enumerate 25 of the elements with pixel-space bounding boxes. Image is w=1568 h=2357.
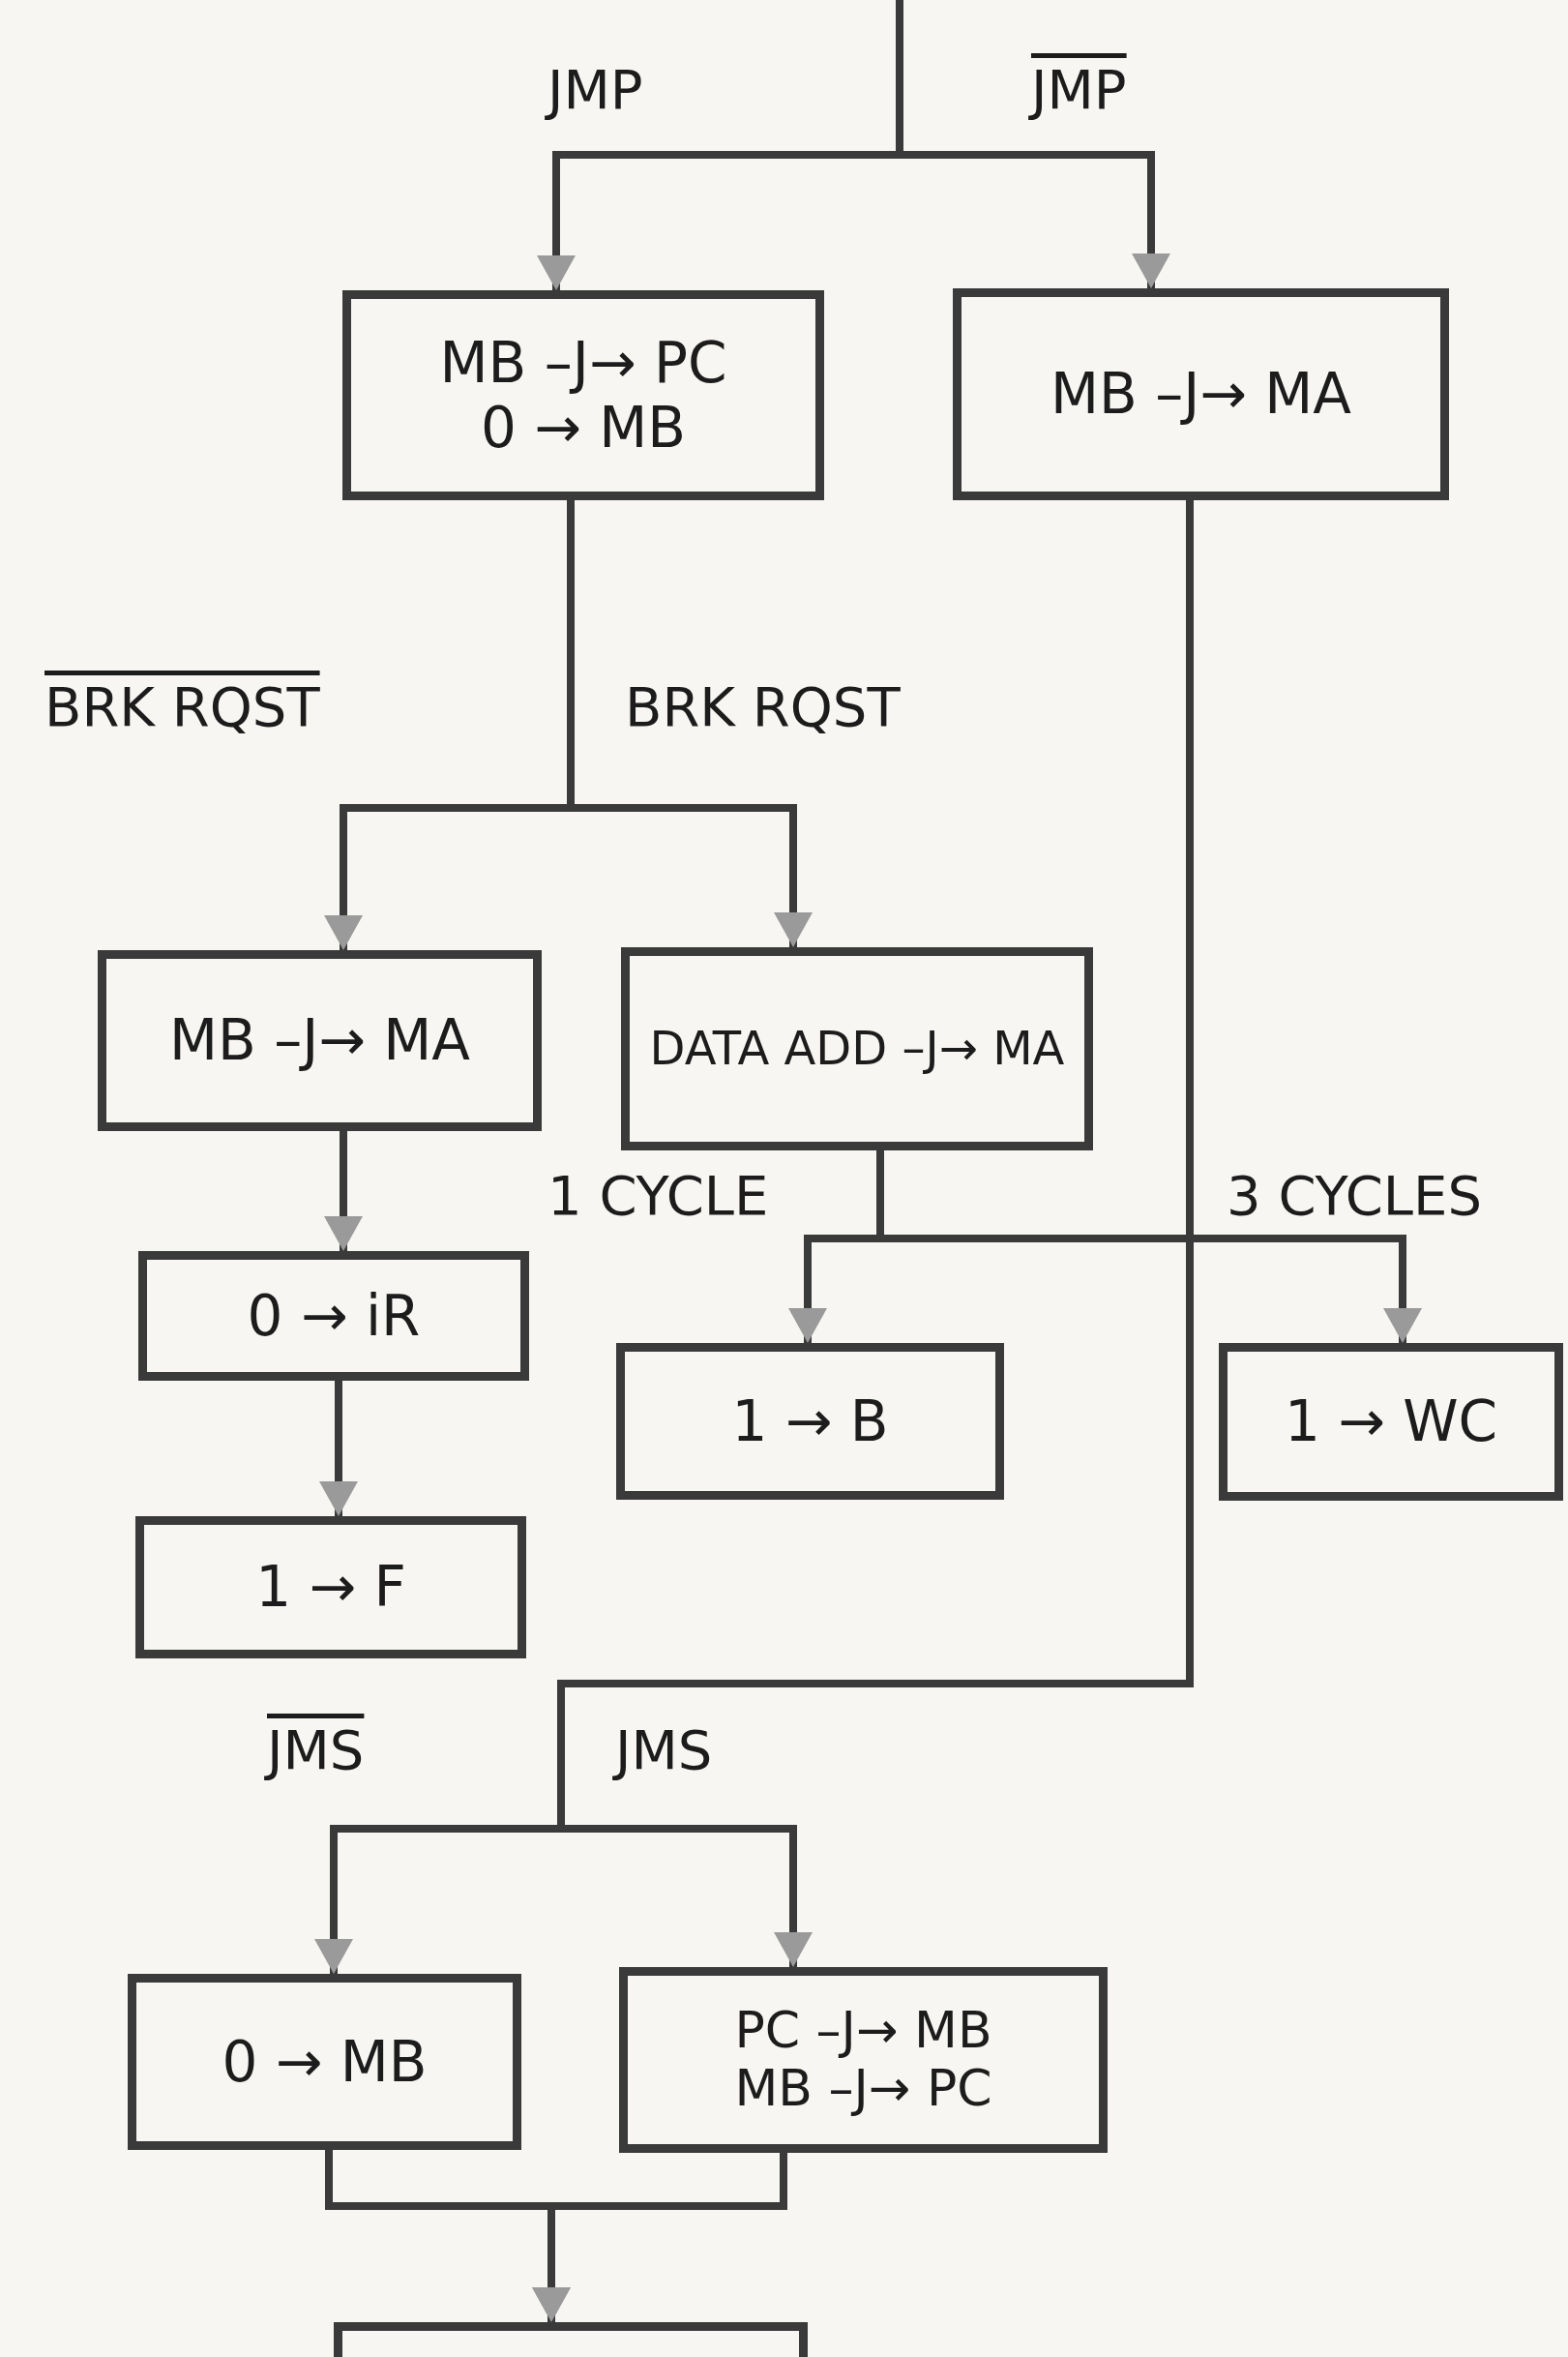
process-box <box>621 947 1093 1150</box>
connector-arrow <box>896 0 1170 288</box>
box-text: PC –J→ MB <box>734 2002 992 2060</box>
process-box <box>619 1967 1108 2153</box>
box-text: MB –J→ MA <box>1050 362 1352 427</box>
box-text: MB –J→ PC <box>439 330 727 396</box>
process-box <box>342 290 824 500</box>
process-box <box>128 1974 521 2150</box>
box-text: DATA ADD –J→ MA <box>649 1022 1065 1076</box>
process-box <box>953 288 1449 500</box>
box-text: 0 → MB <box>222 2029 428 2095</box>
process-box <box>98 950 542 1131</box>
box-text: 0 → iR <box>247 1283 421 1349</box>
box-text: 1 → WC <box>1284 1389 1498 1454</box>
box-text: 1 → F <box>255 1555 406 1620</box>
box-text: 1 → B <box>731 1388 889 1454</box>
connector-arrow <box>324 1131 363 1251</box>
process-box <box>138 1251 529 1381</box>
connector-arrow <box>319 1381 358 1516</box>
process-box <box>1219 1343 1563 1501</box>
box-text: MB –J→ PC <box>734 2060 992 2118</box>
box-text: 0 → MB <box>480 395 687 461</box>
box-text: MB –J→ MA <box>168 1008 471 1073</box>
process-box <box>135 1516 526 1658</box>
process-box <box>616 1343 1004 1500</box>
